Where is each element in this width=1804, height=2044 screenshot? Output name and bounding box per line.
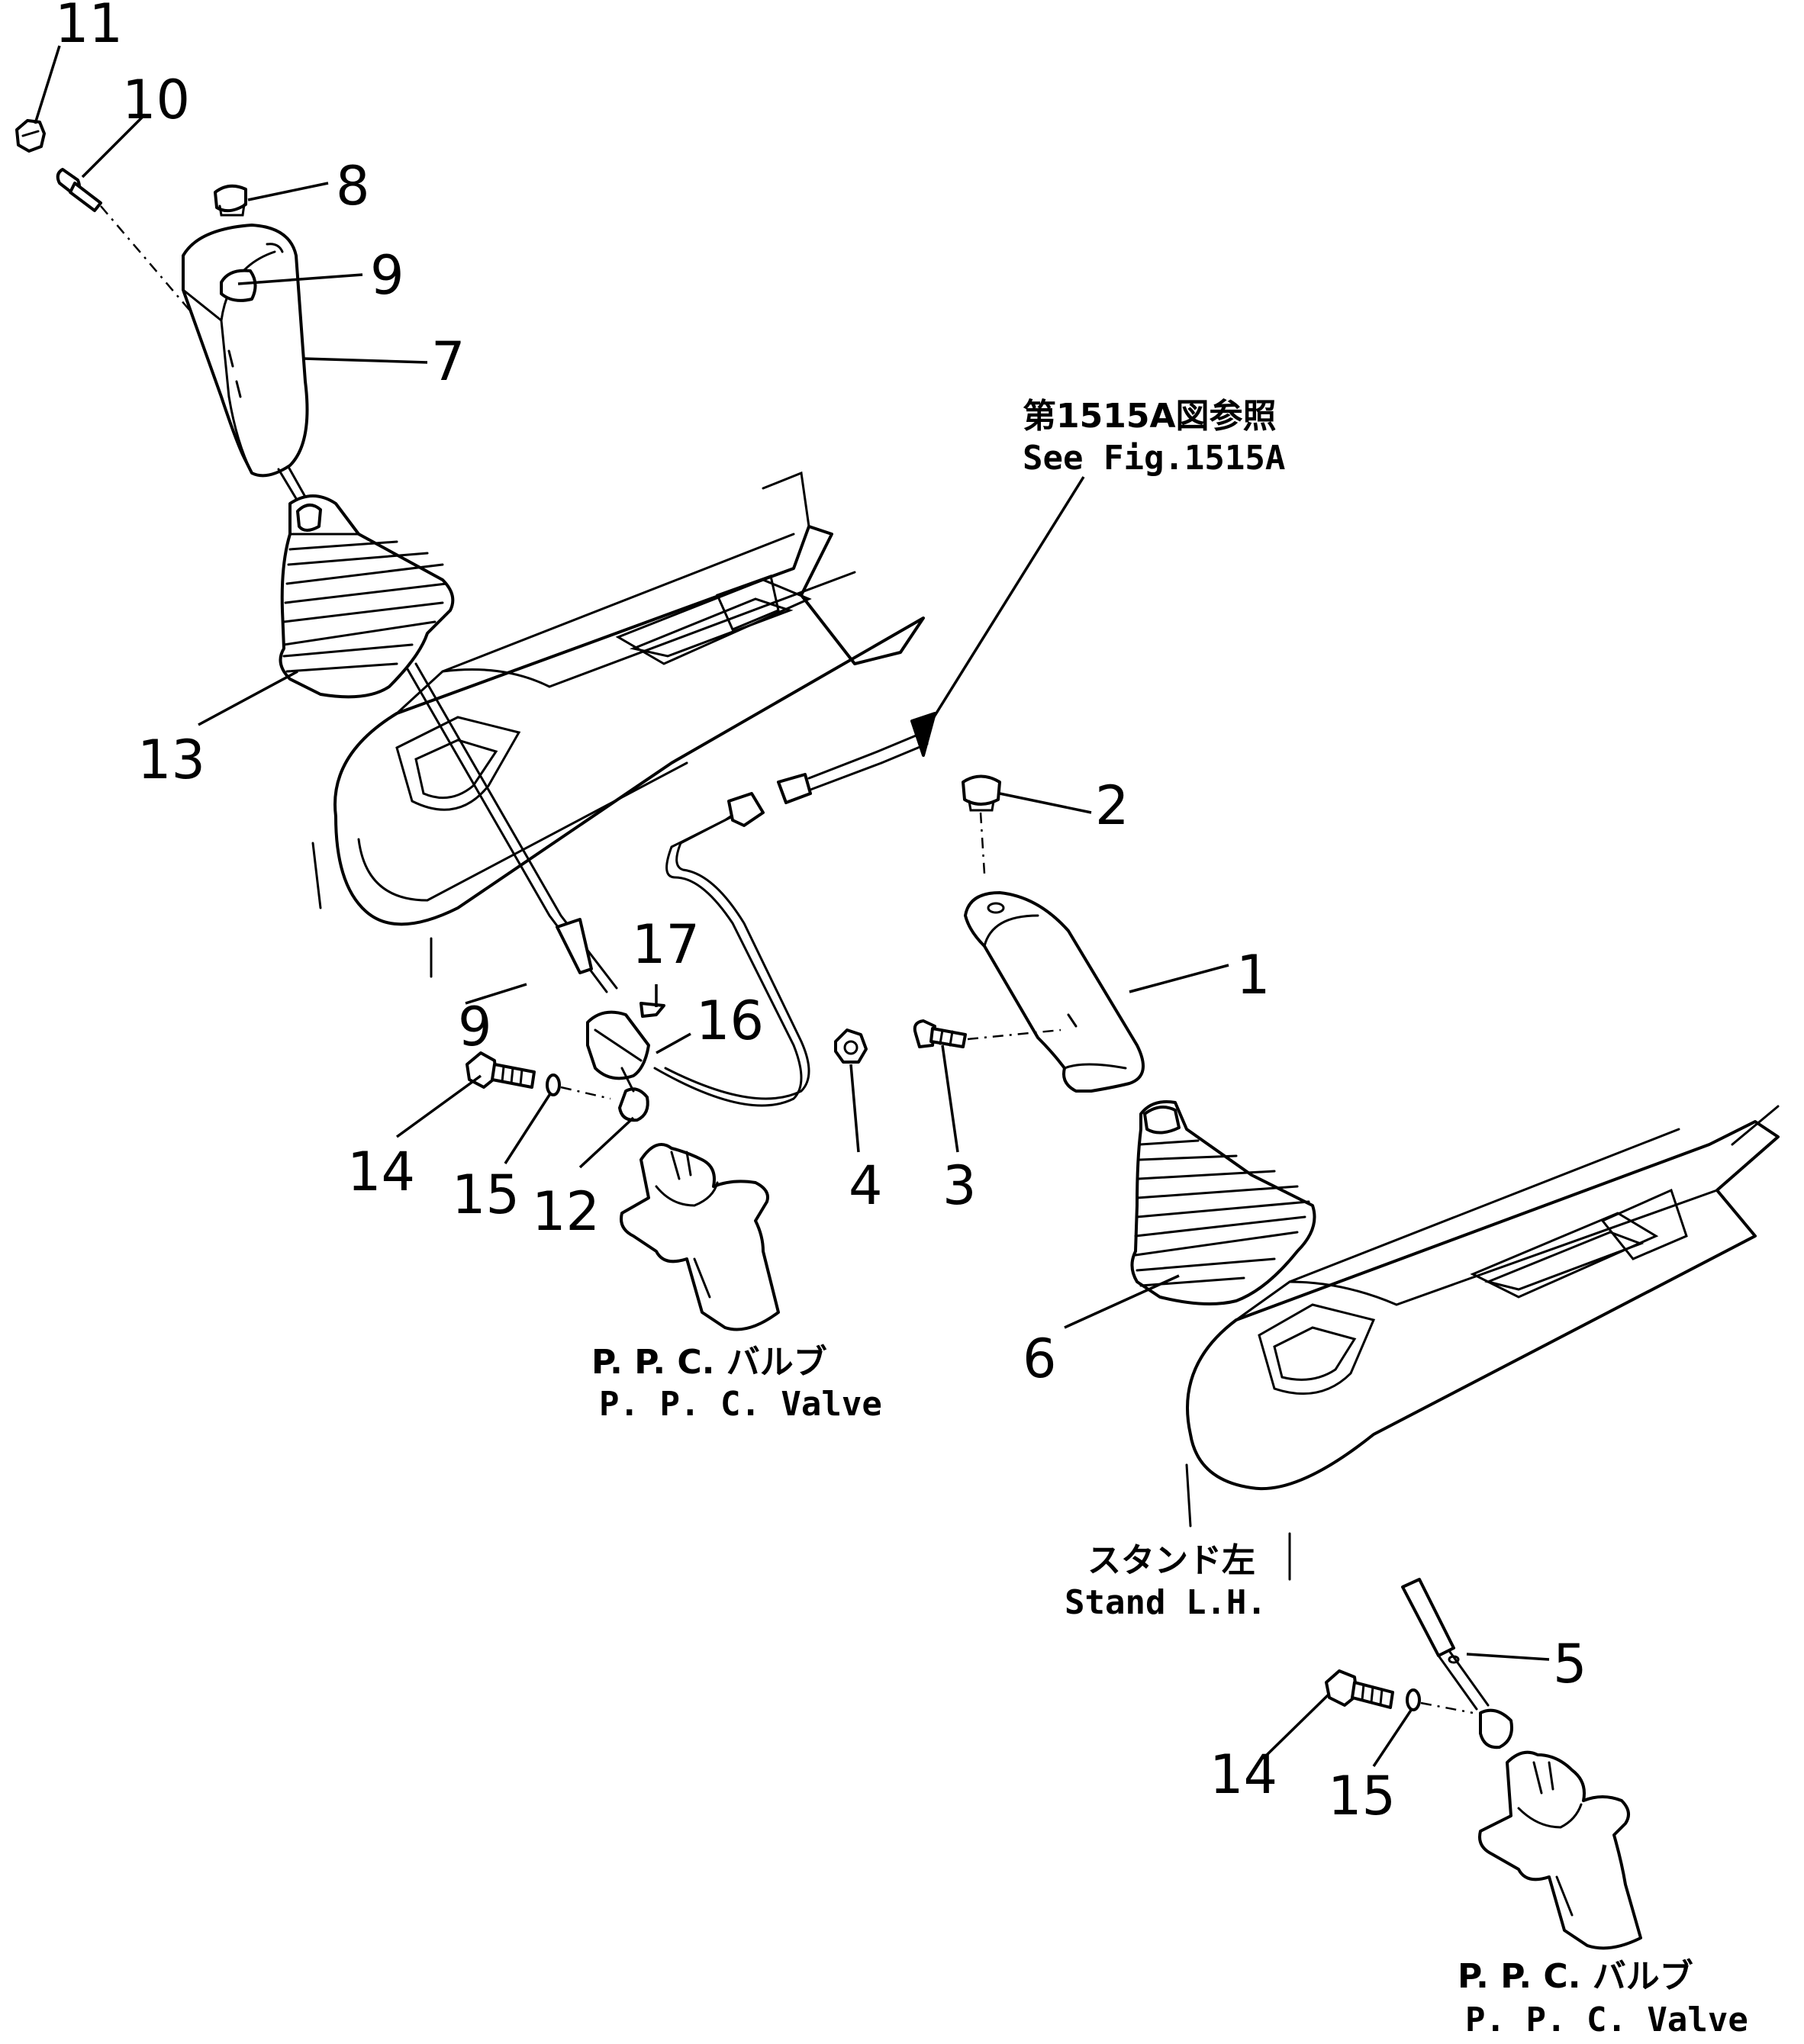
caption-stand-en: Stand L.H. (1065, 1583, 1267, 1622)
console-upper (311, 471, 925, 978)
callout-numbers: 11 10 8 9 7 13 9 17 16 2 1 3 4 6 5 14 15… (55, 0, 1587, 1827)
part-15-washer-right (1406, 1688, 1474, 1714)
callout-15a: 15 (452, 1164, 520, 1226)
part-11-nut (15, 119, 46, 153)
part-10-screw (56, 168, 199, 321)
part-15-washer-left (546, 1074, 611, 1100)
part-1-lever-grip (964, 891, 1145, 1093)
console-lower (1185, 1105, 1780, 1581)
part-12-lever-base (556, 918, 650, 1122)
callout-6: 6 (1023, 1328, 1057, 1390)
part-14-bolt-left (465, 1051, 536, 1089)
callout-3: 3 (942, 1154, 977, 1217)
callout-14a: 14 (347, 1141, 415, 1203)
part-13-boot (279, 494, 455, 699)
part-3-screw (913, 1019, 1061, 1048)
part-8-plug (214, 184, 247, 217)
callout-8: 8 (336, 155, 370, 217)
caption-ppc-jp-left: P. P. C. バルブ (591, 1343, 827, 1382)
callout-2: 2 (1095, 774, 1129, 837)
callout-7: 7 (431, 330, 465, 393)
callout-9a: 9 (370, 244, 404, 307)
caption-ref-en: See Fig.1515A (1023, 439, 1285, 478)
callout-14b: 14 (1210, 1743, 1277, 1806)
callout-5: 5 (1553, 1633, 1587, 1695)
callout-11: 11 (55, 0, 123, 55)
part-6-boot (1130, 1100, 1316, 1305)
part-14-bolt-right (1325, 1669, 1394, 1709)
callout-9b: 9 (458, 996, 492, 1058)
ppc-valve-left (620, 1143, 780, 1331)
caption-ppc-en-left: P. P. C. Valve (599, 1385, 882, 1424)
callout-12: 12 (532, 1180, 600, 1243)
part-5-lever-rod (1401, 1578, 1513, 1749)
callout-13: 13 (137, 729, 205, 791)
leader-lines (34, 45, 1550, 1767)
caption-ppc-jp-right: P. P. C. バルブ (1458, 1957, 1693, 1996)
caption-stand-jp: スタンド左 (1087, 1541, 1255, 1580)
callout-1: 1 (1236, 944, 1271, 1006)
part-4-nut (834, 1028, 868, 1064)
callout-17: 17 (632, 913, 700, 976)
captions: 第1515A図参照 See Fig.1515A P. P. C. バルブ P. … (591, 397, 1748, 2039)
callout-15b: 15 (1328, 1765, 1396, 1827)
caption-ref-jp: 第1515A図参照 (1023, 397, 1277, 436)
ppc-valve-right (1478, 1750, 1642, 1950)
caption-ppc-en-right: P. P. C. Valve (1465, 2001, 1748, 2039)
part-2-plug (962, 774, 1001, 874)
callout-10: 10 (122, 69, 190, 131)
part-7-lever-grip (182, 224, 309, 478)
callout-4: 4 (849, 1154, 883, 1217)
part-16-harness (653, 731, 929, 1107)
callout-16: 16 (696, 990, 764, 1052)
part-17-switch (639, 1002, 665, 1018)
